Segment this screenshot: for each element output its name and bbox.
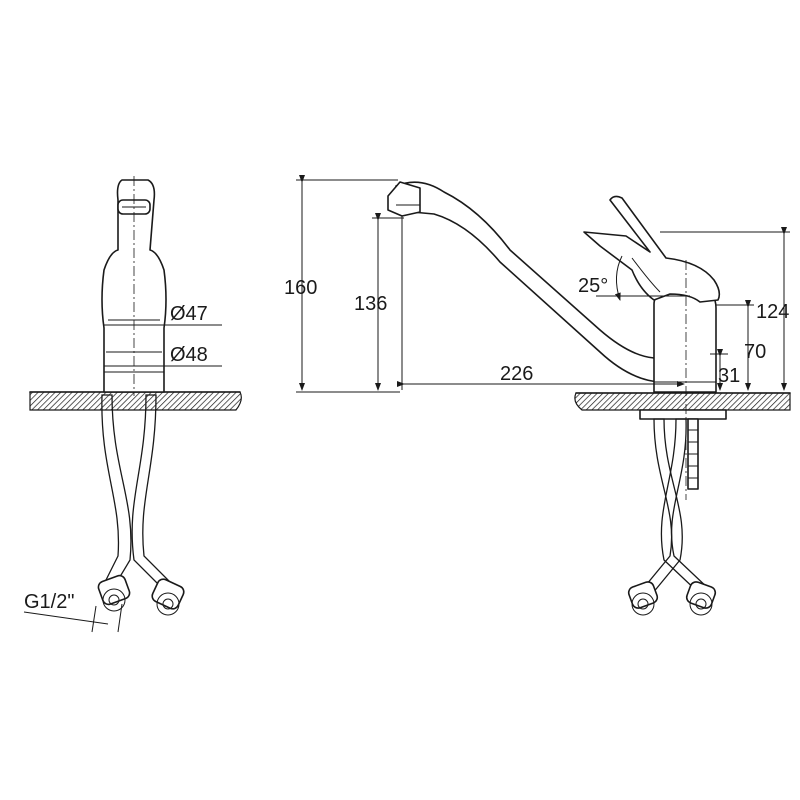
front-view: Ø47 Ø48 G1/2" (23, 176, 242, 633)
dim-height-spout-label: 136 (354, 293, 387, 315)
dim-angle: 25° (578, 255, 690, 301)
dim-height-spout: 136 (354, 213, 404, 391)
dim-height-base: 31 (710, 349, 740, 391)
side-right-nut (685, 581, 717, 616)
front-body (101, 176, 167, 396)
side-countertop (574, 392, 791, 411)
side-mount-flange (639, 409, 727, 420)
dim-height-total: 160 (284, 175, 400, 393)
dim-thread: G1/2" (23, 591, 123, 633)
dim-dia-upper-label: Ø47 (170, 303, 208, 325)
side-body (653, 293, 717, 393)
front-right-nut (151, 578, 185, 616)
dim-reach: 226 (397, 216, 685, 390)
dim-dia-lower-label: Ø48 (170, 344, 208, 366)
dim-height-body-label: 70 (744, 341, 766, 363)
front-countertop (29, 391, 242, 411)
dim-height-total-label: 160 (284, 277, 317, 299)
dim-dia-upper: Ø47 (104, 303, 222, 326)
dim-dia-lower: Ø48 (104, 344, 222, 367)
side-view: 25° 160 136 226 124 (284, 175, 791, 616)
dim-angle-label: 25° (578, 275, 608, 297)
dim-height-body: 70 (716, 300, 766, 391)
front-left-nut (97, 574, 131, 612)
dim-thread-label: G1/2" (24, 591, 74, 613)
side-left-nut (627, 581, 659, 616)
dim-height-lever-label: 124 (756, 301, 789, 323)
front-hoses (97, 394, 185, 616)
dim-height-base-label: 31 (718, 365, 740, 387)
dim-height-lever: 124 (660, 227, 790, 391)
side-hoses (627, 418, 717, 616)
dim-reach-label: 226 (500, 363, 533, 385)
